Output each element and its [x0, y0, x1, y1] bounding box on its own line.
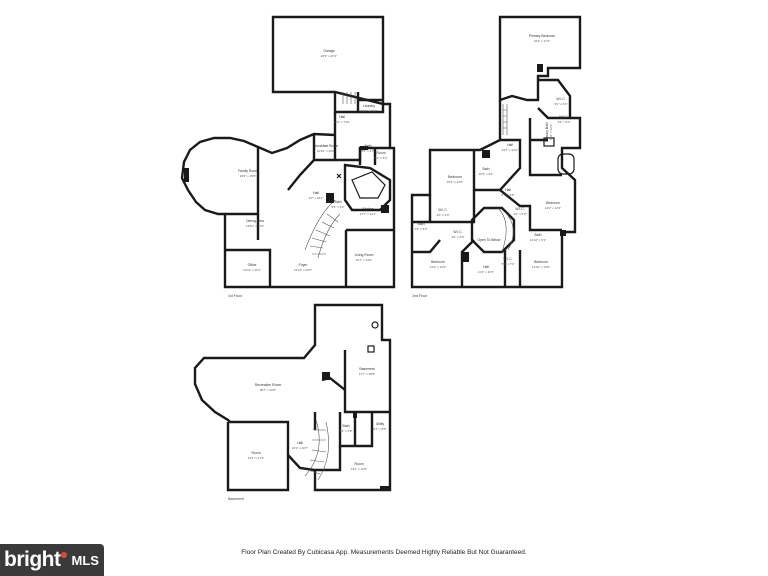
- first-room-8-dim: 5'6" x 6'4": [331, 205, 344, 209]
- basement-room-1-name: Recreation Room: [255, 383, 282, 387]
- second-room-10-name: Open To Below: [478, 238, 501, 242]
- brand-logo: bright MLS: [0, 544, 104, 576]
- basement-plan: Basement Basement 17'7" x 28'8" Recreati…: [193, 303, 392, 501]
- first-room-8-name: Bath: [335, 200, 342, 204]
- basement-room-4-name: Room: [251, 451, 260, 455]
- second-room-2-dim: 4'3" x 6'4": [557, 120, 570, 124]
- second-room-4-name: Primary Bath: [545, 122, 549, 142]
- basement-room-3-name: Utility: [376, 422, 385, 426]
- first-room-5-dim: 5'5" x 4'7": [361, 149, 374, 153]
- second-room-8-name: Bedroom: [546, 201, 560, 205]
- second-room-1-dim: 5'2" x 6'4": [554, 102, 567, 106]
- disclaimer-text: Floor Plan Created By Cubicasa App. Meas…: [241, 549, 527, 556]
- first-room-6-dim: 5'4" x 5'4": [374, 156, 387, 160]
- second-room-0-dim: 22'2" x 17'4": [534, 39, 550, 43]
- brand-name: bright: [4, 548, 61, 571]
- first-room-1-dim: 8'10" x 6'10": [361, 109, 377, 113]
- first-room-11-dim: 12'11" x 11'0": [243, 268, 261, 272]
- basement-room-0-dim: 17'7" x 28'8": [359, 372, 375, 376]
- second-room-14-name: Bath: [535, 233, 542, 237]
- basement-room-4-dim: 13'2" x 17'4": [248, 456, 264, 460]
- second-room-17-name: W.I.C.: [503, 257, 512, 261]
- first-room-3-dim: 10'10" x 10'6": [317, 149, 335, 153]
- first-room-7-name: Hall: [313, 191, 319, 195]
- second-room-7-name: Hall: [505, 188, 511, 192]
- first-room-0-name: Garage: [323, 49, 334, 53]
- second-room-4-dim: 16'0" x 12'3": [549, 124, 553, 140]
- second-room-15-dim: 14'3" x 12'3": [430, 265, 446, 269]
- second-room-18-dim: 13'10" x 10'6": [532, 265, 550, 269]
- second-room-12-name: W.I.C.: [453, 230, 462, 234]
- second-room-9-name: W.I.C.: [438, 208, 447, 212]
- first-room-9-dim: 17'7" x 21'1": [360, 212, 376, 216]
- basement-room-2-name: Bath: [343, 424, 350, 428]
- first-room-9-name: Kitchen: [362, 207, 373, 211]
- basement-room-2-dim: 9'4" x 4'8": [339, 429, 352, 433]
- basement-room-5-dim: 10'2" x 16'7": [292, 446, 308, 450]
- first-room-4-name: Family Room: [238, 169, 258, 173]
- first-room-11-name: Office: [248, 263, 257, 267]
- second-room-11-name: W.I.C.: [515, 207, 524, 211]
- second-room-18-name: Bedroom: [534, 260, 548, 264]
- first-room-5-name: Bath: [365, 144, 372, 148]
- first-room-13-name: Living Room: [355, 253, 374, 257]
- basement-room-3-dim: 6'1" x 8'5": [373, 427, 386, 431]
- second-room-16-dim: 11'3" x 11'5": [478, 270, 494, 274]
- second-room-2-name: W.I.C.: [559, 115, 568, 119]
- brand-suffix: MLS: [71, 552, 99, 568]
- second-floor-label: 2nd Floor: [412, 294, 428, 298]
- second-room-5-dim: 15'6" x 13'0": [447, 180, 463, 184]
- second-room-13-name: Bath: [418, 222, 425, 226]
- first-room-0-dim: 22'5" x 27'4": [321, 54, 337, 58]
- second-room-7-dim: 5'7" x 6'9": [501, 193, 514, 197]
- second-room-16-name: Hall: [483, 265, 489, 269]
- basement-room-6-dim: 19'1" x 11'8": [351, 467, 367, 471]
- first-room-10-name: Dining Area: [246, 219, 264, 223]
- first-room-7-dim: 3'2" x 16'1": [309, 196, 324, 200]
- second-room-1-name: W.I.C.: [556, 97, 565, 101]
- first-room-13-dim: 16'7" x 13'2": [356, 258, 372, 262]
- first-room-3-name: Breakfast Room: [314, 144, 338, 148]
- basement-room-6-name: Room: [354, 462, 363, 466]
- second-room-15-name: Bedroom: [431, 260, 445, 264]
- second-room-3-name: Hall: [507, 143, 513, 147]
- second-floor-plan: 2nd Floor Primary Bedroom 22'2" x 17'4" …: [410, 15, 582, 298]
- basement-label: Basement: [228, 497, 244, 501]
- first-room-2-dim: 11'2" x 7'10": [334, 120, 350, 124]
- second-room-6-name: Bath: [483, 167, 490, 171]
- second-room-17-dim: 5'5" x 7'4": [501, 262, 514, 266]
- first-room-6-name: Room: [376, 151, 385, 155]
- second-room-3-dim: 14'7" x 21'2": [502, 148, 518, 152]
- first-room-4-dim: 20'9" x 15'6": [240, 174, 256, 178]
- first-room-10-dim: 13'10" x 12'4": [246, 224, 264, 228]
- second-room-5-name: Bedroom: [448, 175, 462, 179]
- second-room-12-dim: 4'0" x 6'0": [451, 235, 464, 239]
- second-room-14-dim: 12'10" x 5'1": [530, 238, 546, 242]
- second-room-8-dim: 14'0" x 12'3": [545, 206, 561, 210]
- second-room-0-name: Primary Bedroom: [529, 34, 556, 38]
- first-floor-label: 1st Floor: [228, 294, 243, 298]
- basement-room-5-name: Hall: [297, 441, 303, 445]
- second-room-9-dim: 4'0" x 4'0": [436, 213, 449, 217]
- first-room-12-dim: 14'10" x 22'5": [294, 268, 312, 272]
- basement-room-0-name: Basement: [359, 367, 374, 371]
- basement-room-1-dim: 38'7" x 22'6": [260, 388, 276, 392]
- second-room-11-dim: 4'0" x 6'0": [513, 212, 526, 216]
- second-room-6-dim: 10'4" x 5'2": [479, 172, 494, 176]
- first-room-2-name: Hall: [339, 115, 345, 119]
- second-room-13-dim: 7'3" x 5'2": [414, 227, 427, 231]
- first-room-1-name: Laundry: [363, 104, 376, 108]
- first-floor-plan: 1st Floor Garage 22'5" x 27'4" Laundry 8…: [180, 15, 396, 298]
- brand-dot-icon: [61, 552, 68, 558]
- first-room-12-name: Foyer: [299, 263, 309, 267]
